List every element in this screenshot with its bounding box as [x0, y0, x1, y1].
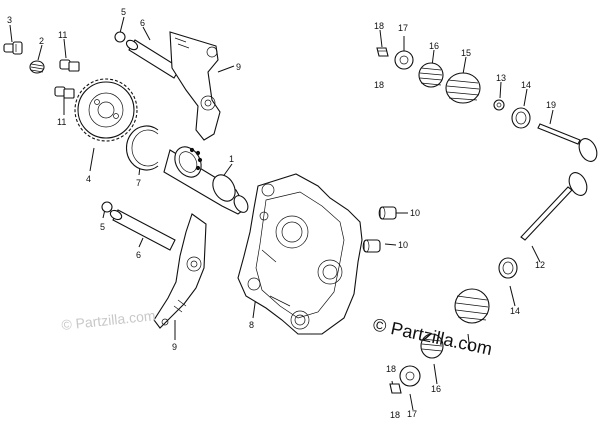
callout-14-upper: 14: [521, 80, 531, 90]
callout-18-lower-a: 18: [386, 364, 396, 374]
part-10-guide-upper: [378, 206, 397, 220]
part-13-seat-upper: [493, 99, 505, 111]
part-17-retainer-lower: [399, 365, 421, 387]
callout-5-lower: 5: [100, 222, 105, 232]
part-14-seal-lower: [498, 257, 518, 279]
watermark-faint: © Partzilla.com: [61, 307, 156, 333]
part-10-guide-lower: [362, 239, 381, 253]
callout-6-lower: 6: [136, 250, 141, 260]
callout-1: 1: [229, 154, 234, 164]
part-12-valve-lower: [520, 172, 588, 241]
callout-16-lower: 16: [431, 384, 441, 394]
callout-3: 3: [7, 15, 12, 25]
part-8-housing: [237, 173, 363, 335]
part-16-inner-spring-lower: [420, 333, 444, 359]
callout-9-lower: 9: [172, 342, 177, 352]
part-9-rocker-upper: [169, 31, 221, 141]
part-6-shaft-upper: [125, 39, 181, 79]
callout-4: 4: [86, 174, 91, 184]
part-5-ring-lower: [101, 201, 113, 213]
part-15-outer-spring-lower: [454, 288, 490, 324]
part-18-cotters-upper: [376, 47, 389, 57]
callout-15: 15: [461, 48, 471, 58]
callout-17-upper: 17: [398, 23, 408, 33]
part-17-retainer-upper: [394, 50, 414, 70]
callout-2: 2: [39, 36, 44, 46]
part-14-seal-upper: [511, 107, 531, 129]
callout-7: 7: [136, 178, 141, 188]
part-16-inner-spring-upper: [418, 62, 444, 88]
callout-labels: 1 2 3 4 5 5 6 6 7 8 9 9 10 10 11 11 12 1…: [7, 7, 556, 420]
part-7-circlip: [126, 125, 159, 171]
part-3-bolt: [3, 41, 23, 55]
callout-5-upper: 5: [121, 7, 126, 17]
part-11-bolt-lower: [54, 86, 75, 99]
callout-12: 12: [535, 260, 545, 270]
part-4-sprocket: [74, 78, 138, 142]
callout-16-upper: 16: [429, 41, 439, 51]
part-19-valve-upper: [537, 123, 598, 162]
part-9-rocker-lower: [153, 213, 207, 329]
part-2-spring: [29, 60, 45, 74]
part-11-bolt-upper: [59, 59, 80, 72]
callout-10-lower: 10: [398, 240, 408, 250]
callout-11-lower: 11: [57, 117, 66, 127]
callout-14-lower: 14: [510, 306, 520, 316]
callout-6-upper: 6: [140, 18, 145, 28]
callout-19: 19: [546, 100, 556, 110]
callout-13: 13: [496, 73, 506, 83]
part-15-outer-spring-upper: [445, 72, 481, 104]
callout-17-lower: 17: [407, 409, 417, 419]
callout-18-upper-a: 18: [374, 21, 384, 31]
part-5-ring-upper: [114, 31, 126, 43]
callout-11-upper: 11: [58, 30, 67, 40]
part-1-camshaft: [163, 146, 249, 215]
part-6-shaft-lower: [109, 209, 176, 251]
callout-18-upper-b: 18: [374, 80, 384, 90]
callout-8: 8: [249, 320, 254, 330]
callout-10-upper: 10: [410, 208, 420, 218]
part-18-cotters-lower: [389, 383, 402, 394]
callout-18-lower-b: 18: [390, 410, 400, 420]
callout-9-upper: 9: [236, 62, 241, 72]
